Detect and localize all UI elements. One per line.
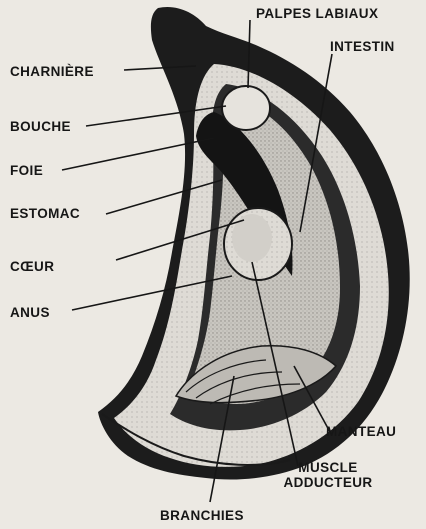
label-muscle-adducteur: MUSCLE ADDUCTEUR [268,460,388,490]
label-muscle-line1: MUSCLE [268,460,388,475]
label-foie: FOIE [10,163,43,178]
label-muscle-line2: ADDUCTEUR [268,475,388,490]
label-branchies: BRANCHIES [160,508,244,523]
labial-palps-shape [222,86,270,130]
label-bouche: BOUCHE [10,119,71,134]
label-charniere: CHARNIÈRE [10,64,94,79]
label-estomac: ESTOMAC [10,206,80,221]
label-manteau: MANTEAU [326,424,396,439]
label-coeur: CŒUR [10,259,54,274]
label-intestin: INTESTIN [330,39,395,54]
label-palpes-labiaux: PALPES LABIAUX [256,6,378,21]
label-anus: ANUS [10,305,50,320]
